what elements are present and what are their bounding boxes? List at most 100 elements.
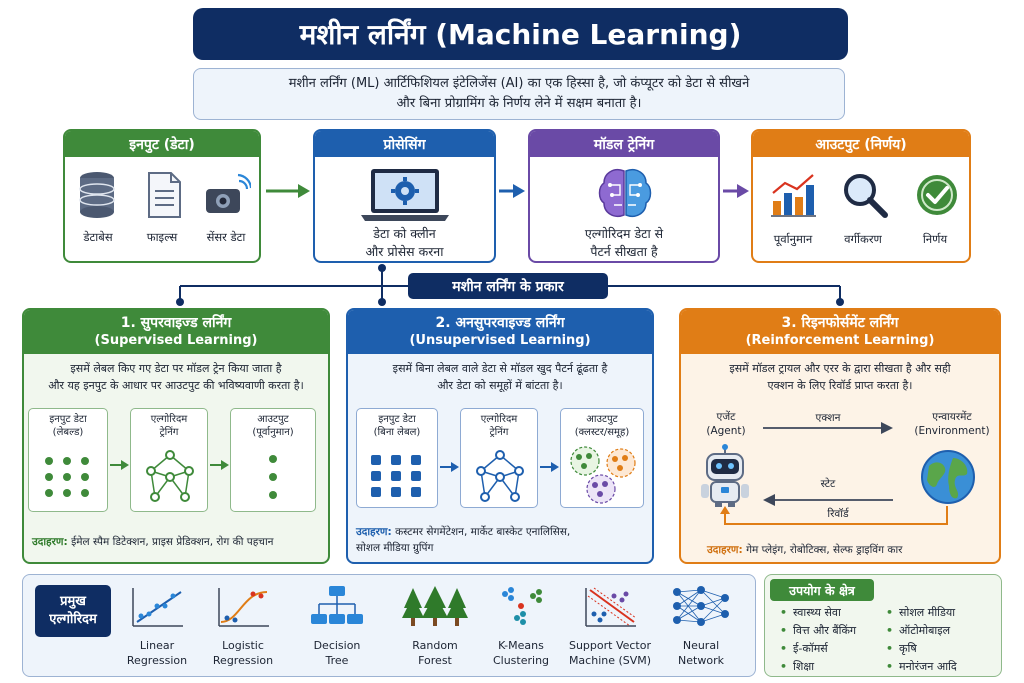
input-header: इनपुट (डेटा) <box>65 131 259 157</box>
database-icon <box>79 172 115 218</box>
step-label: ट्रेनिंग <box>489 427 509 438</box>
svm-icon <box>585 587 637 627</box>
output-item-classification: वर्गीकरण <box>844 232 882 246</box>
input-card: इनपुट (डेटा) डेटाबेस फाइल्स सेंसर डेटा <box>63 129 261 263</box>
page-title: मशीन लर्निंग (Machine Learning) <box>193 8 848 60</box>
application-item: ई-कॉमर्स <box>780 640 885 658</box>
robot-icon <box>701 444 749 507</box>
type-connector-lines <box>176 264 844 306</box>
logistic-regression-icon <box>218 588 269 627</box>
kmeans-clusters-icon <box>502 587 542 625</box>
magnifier-icon <box>844 174 888 218</box>
algo-name: Decision <box>313 639 361 652</box>
algorithms-badge-line-2: एल्गोरिदम <box>49 612 97 627</box>
unsupervised-step-input: इनपुट डेटा (बिना लेबल) <box>356 408 438 508</box>
agent-label-en: (Agent) <box>706 425 746 437</box>
arrow-right-icon <box>110 460 129 470</box>
step-label: आउटपुट <box>257 414 289 425</box>
algo-name: Neural <box>682 639 720 652</box>
training-line-1: एल्गोरिदम डेटा से <box>584 226 664 241</box>
step-label: (लेबल्ड) <box>52 427 84 438</box>
reinforcement-card: 3. रिइनफोर्समेंट लर्निंग (Reinforcement … <box>679 308 1001 564</box>
sensor-icon <box>206 173 251 213</box>
supervised-step-input: इनपुट डेटा (लेबल्ड) <box>28 408 108 512</box>
algo-neural-network: Neural Network <box>658 584 744 668</box>
unsupervised-header: 2. अनसुपरवाइज्ड लर्निंग (Unsupervised Le… <box>348 310 652 354</box>
supervised-step-output: आउटपुट (पूर्वानुमान) <box>230 408 316 512</box>
application-item: सोशल मीडिया <box>886 604 996 622</box>
processing-header: प्रोसेसिंग <box>315 131 494 157</box>
types-banner: मशीन लर्निंग के प्रकार <box>408 273 608 299</box>
applications-col-2: सोशल मीडिया ऑटोमोबाइल कृषि मनोरंजन आदि <box>886 604 996 676</box>
arrow-right-icon <box>266 184 310 198</box>
application-item: मनोरंजन आदि <box>886 658 996 676</box>
algo-name: Support Vector <box>568 639 652 652</box>
supervised-header: 1. सुपरवाइज्ड लर्निंग (Supervised Learni… <box>24 310 328 354</box>
application-item: कृषि <box>886 640 996 658</box>
unsupervised-desc-1: इसमें बिना लेबल वाले डेटा से मॉडल खुद पै… <box>392 362 608 375</box>
reinforcement-title: 3. रिइनफोर्समेंट लर्निंग <box>781 315 899 331</box>
arrow-right-icon <box>540 462 559 472</box>
supervised-card: 1. सुपरवाइज्ड लर्निंग (Supervised Learni… <box>22 308 330 564</box>
clusters-icon <box>570 446 636 504</box>
algo-name: Linear <box>139 639 175 652</box>
application-item: वित्त और बैंकिंग <box>780 622 885 640</box>
neural-network-icon <box>673 586 729 626</box>
applications-col-1: स्वास्थ्य सेवा वित्त और बैंकिंग ई-कॉमर्स… <box>780 604 885 676</box>
reinforcement-subtitle: (Reinforcement Learning) <box>745 333 935 348</box>
algo-linear-regression: Linear Regression <box>114 584 200 668</box>
reinforcement-desc-2: एक्शन के लिए रिवॉर्ड प्राप्त करता है। <box>767 379 913 392</box>
supervised-desc-2: और यह इनपुट के आधार पर आउटपुट की भविष्यव… <box>48 379 304 392</box>
applications-header: उपयोग के क्षेत्र <box>770 579 874 601</box>
example-text: सोशल मीडिया ग्रुपिंग <box>356 542 434 554</box>
example-text: कस्टमर सेगमेंटेशन, मार्केट बास्केट एनालि… <box>395 526 571 538</box>
training-header: मॉडल ट्रेनिंग <box>530 131 718 157</box>
training-card: मॉडल ट्रेनिंग एल्गोरिदम डेटा से पैटर्न स… <box>528 129 720 263</box>
brain-icon <box>598 169 652 217</box>
output-card: आउटपुट (निर्णय) पूर्वानुमान वर्गीकरण निर… <box>751 129 971 263</box>
application-item: स्वास्थ्य सेवा <box>780 604 885 622</box>
supervised-step-training: एल्गोरिदम ट्रेनिंग <box>130 408 208 512</box>
algo-name: Forest <box>418 654 452 667</box>
step-label: ट्रेनिंग <box>159 427 179 438</box>
unsupervised-desc-2: और डेटा को समूहों में बांटता है। <box>437 379 563 392</box>
algo-name: Tree <box>325 654 349 667</box>
step-label: इनपुट डेटा <box>49 414 87 425</box>
network-graph-icon <box>146 450 194 502</box>
algo-name: Random <box>412 639 458 652</box>
forest-icon <box>402 586 468 626</box>
action-label: एक्शन <box>815 412 841 424</box>
reward-arrow-icon <box>720 506 948 525</box>
file-icon <box>148 172 181 218</box>
state-label: स्टेट <box>820 478 836 490</box>
output-dots-icon <box>269 455 277 499</box>
unsupervised-step-training: एल्गोरिदम ट्रेनिंग <box>460 408 538 508</box>
algo-kmeans: K-Means Clustering <box>478 584 564 668</box>
linear-regression-icon <box>132 588 183 627</box>
environment-label: एन्वायरमेंट (Environment) <box>903 410 999 438</box>
unsupervised-subtitle: (Unsupervised Learning) <box>409 333 591 348</box>
step-label: (क्लस्टर/समूह) <box>574 427 630 438</box>
algo-name: Network <box>678 654 724 667</box>
environment-label-hi: एन्वायरमेंट <box>932 411 972 423</box>
processing-line-2: और प्रोसेस करना <box>365 244 444 259</box>
example-label: उदाहरण: <box>32 536 68 548</box>
arrow-right-icon <box>723 184 749 198</box>
input-item-files: फाइल्स <box>146 230 178 244</box>
intro-box: मशीन लर्निंग (ML) आर्टिफिशियल इंटेलिजेंस… <box>193 68 845 120</box>
bar-chart-icon <box>771 174 816 217</box>
agent-label-hi: एजेंट <box>716 411 736 423</box>
algo-svm: Support Vector Machine (SVM) <box>562 584 658 668</box>
algo-name: Logistic <box>222 639 264 652</box>
reward-label: रिवॉर्ड <box>827 508 849 520</box>
output-item-decision: निर्णय <box>922 232 948 246</box>
algo-name: Clustering <box>492 654 550 667</box>
agent-label: एजेंट (Agent) <box>693 410 759 438</box>
globe-icon <box>921 450 975 504</box>
output-header: आउटपुट (निर्णय) <box>753 131 969 157</box>
action-arrow-icon <box>763 422 893 434</box>
laptop-gear-icon <box>361 169 449 221</box>
unsupervised-example: उदाहरण: कस्टमर सेगमेंटेशन, मार्केट बास्क… <box>356 524 652 556</box>
application-item: शिक्षा <box>780 658 885 676</box>
step-label: इनपुट डेटा <box>378 414 416 425</box>
